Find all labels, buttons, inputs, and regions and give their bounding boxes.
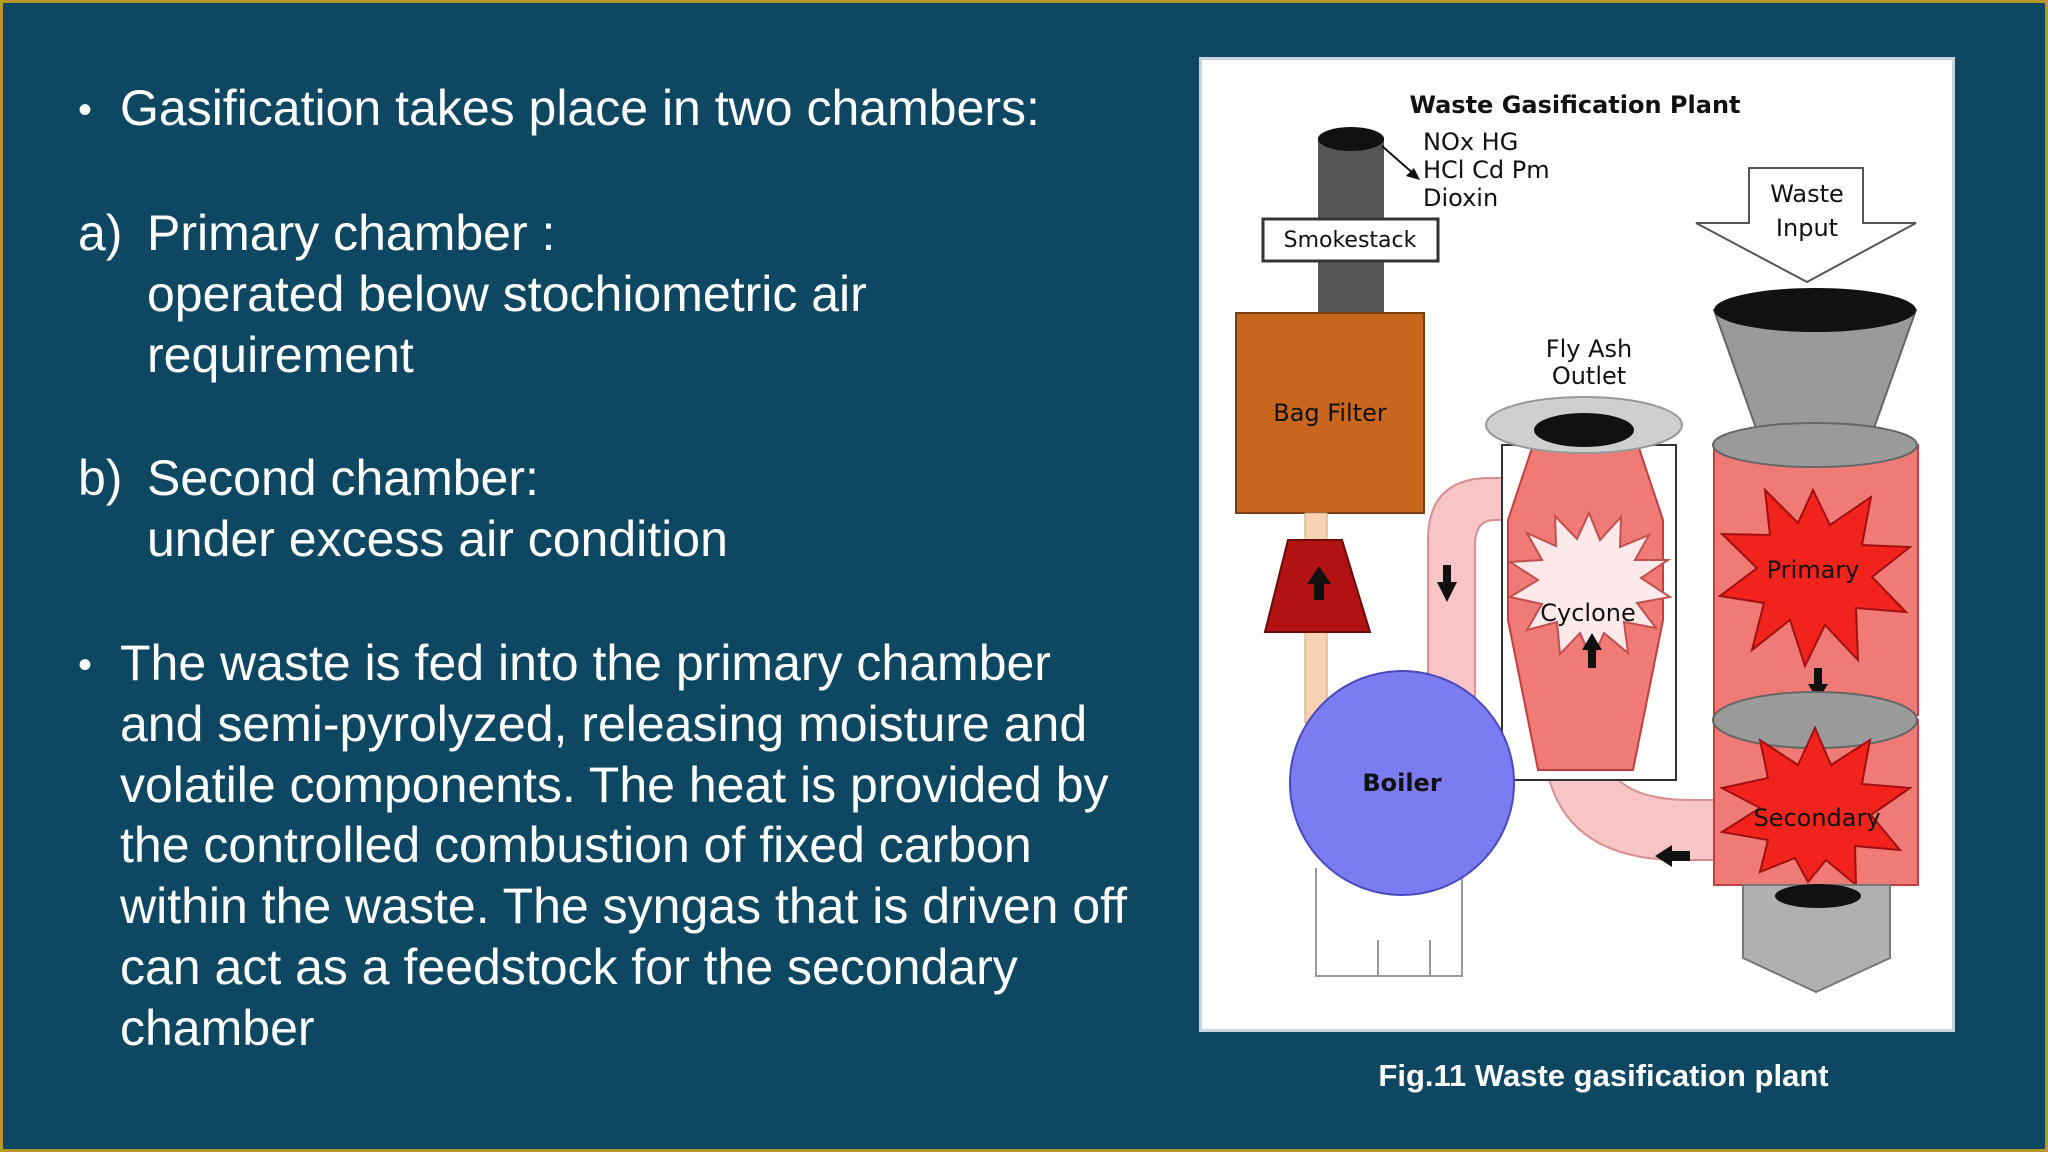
- ash-hopper: [1742, 884, 1891, 994]
- item-b-line1: under excess air condition: [147, 511, 728, 567]
- cyclone-duct: [1427, 477, 1506, 721]
- waste-input-label: Waste: [1770, 180, 1844, 208]
- emission-arrow: [1381, 145, 1416, 176]
- up-arrow-icon: [1307, 566, 1331, 600]
- primary-label: Primary: [1767, 556, 1860, 584]
- hopper-mouth: [1714, 288, 1916, 332]
- figure-caption: Fig.11 Waste gasification plant: [1378, 1058, 1829, 1093]
- fly-ash-label: Fly Ash: [1546, 335, 1632, 363]
- bag-filter-label: Bag Filter: [1273, 399, 1387, 427]
- item-a-title: Primary chamber :: [147, 205, 556, 261]
- fly-ash-label: Outlet: [1552, 362, 1626, 390]
- ash-opening: [1775, 884, 1861, 908]
- bullet-gasification-intro: Gasification takes place in two chambers…: [120, 80, 1040, 136]
- emission-label: HCl Cd Pm: [1423, 156, 1550, 184]
- item-a-line1: operated below stochiometric air: [147, 266, 867, 322]
- bullet-waste-line: can act as a feedstock for the secondary: [120, 939, 1018, 995]
- boiler-label: Boiler: [1362, 769, 1442, 797]
- secondary-label: Secondary: [1753, 804, 1880, 832]
- item-b-marker: b): [78, 450, 123, 506]
- waste-input-arrow: [1695, 167, 1917, 284]
- down-arrow-icon: [1437, 565, 1457, 602]
- item-a-line2: requirement: [147, 327, 414, 383]
- bullet-waste-line: The waste is fed into the primary chambe…: [120, 635, 1051, 691]
- waste-input-label: Input: [1776, 214, 1838, 242]
- gasification-diagram: Waste Gasification Plant Smokestack NOx …: [1235, 91, 1919, 994]
- cyclone-label: Cyclone: [1540, 599, 1635, 627]
- bullet-dot: •: [78, 643, 93, 687]
- primary-chamber-top: [1712, 422, 1918, 468]
- boiler: [1289, 670, 1515, 896]
- bullet-waste-line: the controlled combustion of fixed carbo…: [120, 817, 1032, 873]
- bullet-waste-line: volatile components. The heat is provide…: [120, 757, 1109, 813]
- bag-filter: [1235, 312, 1425, 514]
- primary-burst: [1717, 487, 1913, 669]
- fly-ash-opening: [1534, 413, 1634, 447]
- smokestack-label-box: [1261, 217, 1440, 263]
- item-b-title: Second chamber:: [147, 450, 539, 506]
- secondary-burst: [1719, 725, 1913, 888]
- bullet-waste-line: and semi-pyrolyzed, releasing moisture a…: [120, 696, 1088, 752]
- emission-label: NOx HG: [1423, 128, 1518, 156]
- slide-text-column: • Gasification takes place in two chambe…: [78, 80, 1128, 1056]
- boiler-base: [1315, 868, 1463, 977]
- emission-arrowhead: [1406, 168, 1420, 180]
- bullet-waste-line: chamber: [120, 1000, 315, 1056]
- diagram-panel: Waste Gasification Plant Smokestack NOx …: [1199, 57, 1955, 1032]
- item-a-marker: a): [78, 205, 123, 261]
- emission-label: Dioxin: [1423, 184, 1498, 212]
- smokestack-label: Smokestack: [1284, 228, 1417, 253]
- up-arrow-icon: [1582, 633, 1602, 668]
- bullet-dot: •: [78, 88, 93, 132]
- left-arrow-icon: [1655, 845, 1690, 867]
- diagram-title: Waste Gasification Plant: [1409, 91, 1740, 119]
- smokestack-top: [1318, 127, 1384, 151]
- bullet-waste-line: within the waste. The syngas that is dri…: [120, 878, 1128, 934]
